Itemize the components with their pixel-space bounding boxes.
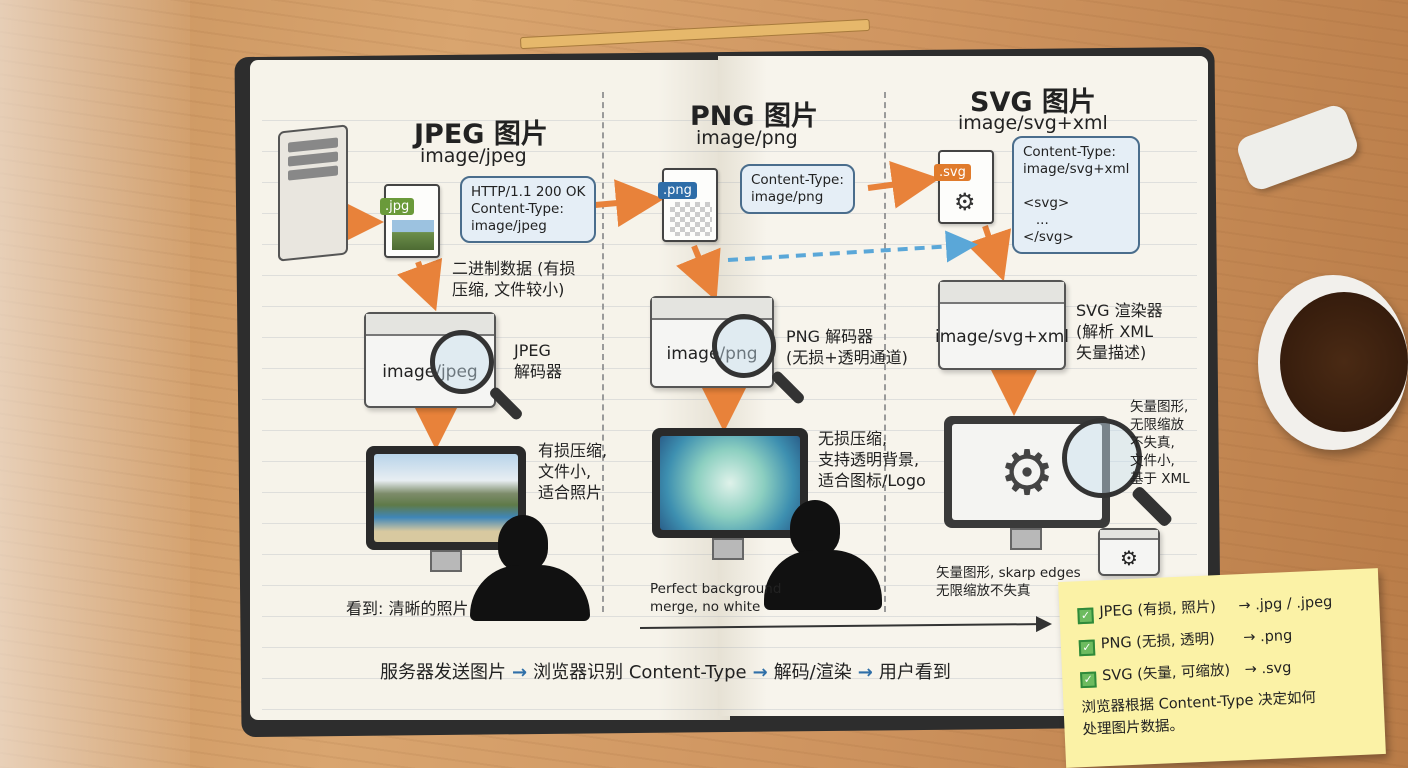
arrow-png-down [676, 244, 721, 302]
png-title: PNG 图片 [690, 101, 818, 132]
landscape-thumbnail-icon [392, 220, 434, 250]
svg-xml-bubble: Content-Type: image/svg+xml <svg> ... </… [1012, 136, 1141, 254]
summary-ext: .png [1259, 627, 1293, 646]
timeline-arrow [639, 616, 1052, 633]
svg-result-note: 矢量图形, 无限缩放 不失真, 文件小, 基于 XML [1130, 399, 1190, 487]
svg-file-icon: .svg ⚙ [934, 150, 994, 224]
svg-browser-mime: image/svg+xml [935, 327, 1069, 347]
flow-step-decode: 解码/渲染 [773, 662, 852, 683]
jpeg-result-note: 有损压缩, 文件小, 适合照片 [538, 441, 608, 502]
summary-sticky-note: ✓JPEG (有损, 照片) → .jpg / .jpeg ✓PNG (无损, … [1058, 568, 1386, 768]
magnifier-icon [712, 314, 776, 378]
arrow-jpeg-to-png [594, 179, 664, 228]
landscape-photo [374, 454, 518, 542]
jpg-file-icon: .jpg [380, 184, 440, 258]
magnifier-icon [430, 330, 494, 394]
coffee [1280, 292, 1408, 432]
summary-label: SVG (矢量, 可缩放) [1101, 662, 1231, 685]
server-tower [278, 124, 348, 262]
process-flow: 服务器发送图片→浏览器识别 Content-Type→解码/渲染→用户看到 [380, 658, 951, 684]
arrow-jpg-down [397, 257, 443, 312]
summary-item-svg: ✓SVG (矢量, 可缩放) → .svg [1080, 656, 1292, 689]
png-http-bubble: Content-Type: image/png [740, 164, 855, 214]
gear-icon: ⚙ [1120, 546, 1138, 570]
summary-footer: 浏览器根据 Content-Type 决定如何 处理图片数据。 [1081, 689, 1317, 739]
jpeg-binary-note: 二进制数据 (有损 压缩, 文件较小) [452, 259, 576, 299]
png-result-note: 无损压缩, 支持透明背景, 适合图标/Logo [818, 429, 926, 490]
svg-monitor-stand [1010, 528, 1042, 550]
svg-mime: image/svg+xml [958, 112, 1108, 134]
jpeg-monitor [366, 446, 526, 550]
summary-arrow: → [1242, 629, 1256, 647]
png-user-caption: Perfect background merge, no white [650, 581, 782, 615]
svg-title: SVG 图片 [970, 87, 1096, 118]
summary-item-jpeg: ✓ JPEG (有损, 照片) → .jpg / .jpeg [1077, 590, 1333, 625]
summary-label: PNG (无损, 透明) [1100, 631, 1216, 653]
summary-arrow: → [1238, 597, 1251, 615]
summary-ext: .svg [1261, 659, 1292, 678]
user-silhouette-body [764, 550, 882, 610]
user-silhouette-head [790, 500, 840, 556]
user-silhouette-body [470, 565, 590, 621]
small-svg-browser: ⚙ [1098, 528, 1160, 576]
magnifier-icon [1062, 418, 1142, 498]
flow-arrow: → [857, 662, 873, 683]
jpg-file-tag: .jpg [380, 198, 415, 215]
arrow-svg-down [965, 225, 1012, 282]
png-decoder-label: PNG 解码器 (无损+透明通道) [786, 327, 908, 367]
user-silhouette-head [498, 515, 548, 571]
flow-step-send: 服务器发送图片 [380, 662, 506, 683]
flow-step-view: 用户看到 [878, 662, 951, 683]
window-light [0, 0, 190, 768]
jpeg-decoder-label: JPEG 解码器 [514, 341, 563, 381]
transparency-checker-icon [670, 202, 712, 236]
svg-file-tag: .svg [934, 164, 971, 181]
jpeg-http-bubble: HTTP/1.1 200 OK Content-Type: image/jpeg [460, 176, 597, 243]
checkmark-icon: ✓ [1080, 671, 1097, 689]
gear-icon: ⚙ [954, 188, 976, 216]
png-mime: image/png [696, 127, 798, 149]
summary-ext: .jpg / .jpeg [1254, 594, 1333, 614]
svg-renderer-label: SVG 渲染器 (解析 XML 矢量描述) [1076, 301, 1163, 362]
jpeg-mime: image/jpeg [420, 145, 527, 167]
checkmark-icon: ✓ [1077, 607, 1094, 625]
png-file-icon: .png [658, 168, 718, 242]
arrow-png-to-svg [867, 160, 940, 209]
svg-user-caption: 矢量图形, skarp edges 无限缩放不失真 [936, 565, 1081, 599]
summary-item-png: ✓PNG (无损, 透明) → .png [1078, 624, 1293, 657]
summary-label: JPEG (有损, 照片) [1099, 599, 1217, 621]
column-divider-1 [602, 92, 604, 612]
flow-arrow: → [752, 662, 768, 683]
png-file-tag: .png [658, 182, 697, 199]
svg-browser-window: image/svg+xml [935, 280, 1069, 370]
jpeg-monitor-stand [430, 550, 462, 572]
column-divider-2 [884, 92, 886, 612]
flow-step-identify: 浏览器识别 Content-Type [533, 662, 747, 683]
png-monitor-stand [712, 538, 744, 560]
checkmark-icon: ✓ [1078, 639, 1096, 657]
png-monitor [652, 428, 808, 538]
dashed-arrow-png-to-svg [727, 230, 978, 263]
jpeg-title: JPEG 图片 [414, 119, 548, 150]
flow-arrow: → [512, 662, 528, 683]
png-screen-gradient [660, 436, 800, 530]
summary-arrow: → [1244, 661, 1258, 679]
jpeg-user-caption: 看到: 清晰的照片 [346, 599, 469, 618]
